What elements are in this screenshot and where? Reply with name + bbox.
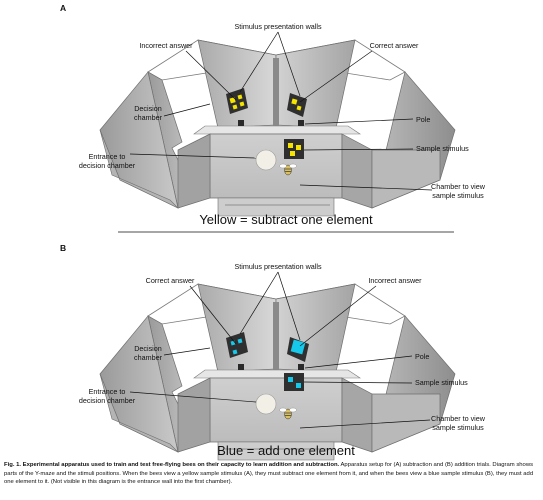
panel-b-decision-label-2: chamber — [134, 353, 163, 362]
panel-a-sample-label: Sample stimulus — [416, 144, 469, 153]
panel-a-letter: A — [60, 3, 66, 13]
panel-b-view-label-1: Chamber to view — [431, 414, 486, 423]
panel-b-incorrect-label: Incorrect answer — [368, 276, 422, 285]
panel-b-pole-label: Pole — [415, 352, 429, 361]
panel-b-right-stimulus-element — [290, 339, 306, 355]
panel-b-left-stimulus-element — [232, 349, 238, 355]
panel-b-stimulus-walls-label: Stimulus presentation walls — [234, 262, 321, 271]
panel-a: A — [60, 3, 486, 233]
panel-a-maze — [99, 39, 456, 217]
panel-a-pole-label: Pole — [416, 115, 430, 124]
panel-a-view-label-1: Chamber to view — [431, 182, 486, 191]
panel-b: B — [60, 243, 486, 461]
panel-b-left-stimulus-element — [237, 338, 243, 344]
panel-b-rule: Blue = add one element — [217, 443, 355, 458]
panel-b-letter: B — [60, 243, 66, 253]
panel-a-right-stimulus-element — [296, 105, 302, 111]
panel-a-sample-stimulus — [284, 139, 304, 159]
panel-a-sample-element — [296, 145, 301, 150]
panel-a-entrance-label-1: Entrance to — [89, 152, 126, 161]
panel-a-left-stimulus-element — [232, 104, 238, 110]
panel-b-sample-label: Sample stimulus — [415, 378, 468, 387]
panel-b-correct-label: Correct answer — [146, 276, 195, 285]
panel-b-leader-lines — [129, 271, 431, 429]
panel-b-entrance-label-2: decision chamber — [79, 396, 136, 405]
panel-a-sample-element — [290, 151, 295, 156]
caption-title: Fig. 1. Experimental apparatus used to t… — [4, 462, 340, 468]
panel-a-sample-element — [288, 143, 293, 148]
caption-body: Apparatus setup for (A) subtraction and … — [4, 462, 534, 486]
panel-a-incorrect-label: Incorrect answer — [139, 41, 193, 50]
panel-a-stimulus-walls-label: Stimulus presentation walls — [234, 22, 321, 31]
panel-b-sample-element — [296, 383, 301, 388]
panel-a-view-label-2: sample stimulus — [432, 191, 484, 200]
panel-a-decision-label-1: Decision — [134, 104, 162, 113]
panel-b-sample-stimulus — [284, 373, 304, 391]
panel-a-decision-label-2: chamber — [134, 113, 163, 122]
panel-b-maze — [99, 283, 456, 461]
panel-b-sample-element — [288, 377, 293, 382]
panel-a-correct-label: Correct answer — [370, 41, 419, 50]
panel-a-right-stimulus — [287, 93, 307, 117]
panel-a-left-stimulus — [226, 88, 248, 114]
panel-a-right-stimulus-element — [291, 98, 298, 105]
panel-a-left-stimulus-element — [237, 94, 243, 100]
panel-a-rule: Yellow = subtract one element — [199, 212, 373, 227]
panel-a-leader-lines — [129, 31, 433, 191]
panel-a-entrance-label-2: decision chamber — [79, 161, 136, 170]
panel-a-left-stimulus-element — [229, 97, 236, 104]
panel-b-view-label-2: sample stimulus — [432, 423, 484, 432]
panel-a-left-stimulus-element — [239, 101, 245, 107]
panel-b-entrance-label-1: Entrance to — [89, 387, 126, 396]
figure-caption: Fig. 1. Experimental apparatus used to t… — [4, 461, 540, 487]
panel-b-decision-label-1: Decision — [134, 344, 162, 353]
